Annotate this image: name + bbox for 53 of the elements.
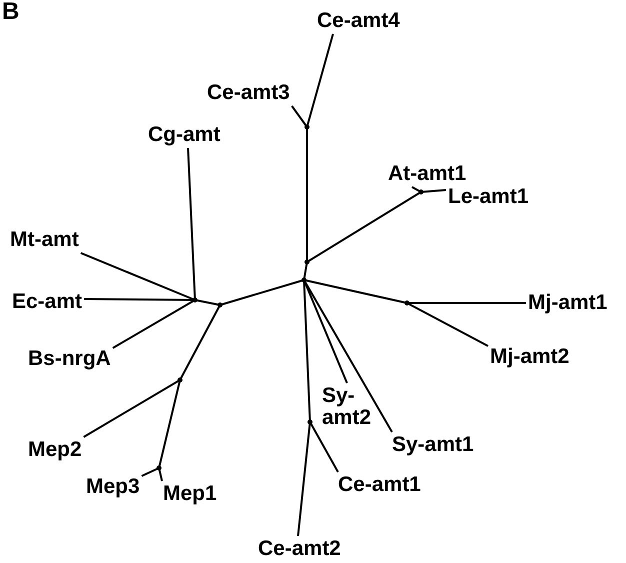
taxon-label: Mt-amt bbox=[8, 227, 81, 253]
tree-branch bbox=[304, 279, 408, 304]
branch-point bbox=[178, 378, 182, 382]
tree-branch bbox=[306, 191, 422, 263]
taxon-label: Le-amt1 bbox=[446, 184, 531, 210]
branch-point bbox=[304, 124, 310, 130]
tree-branch bbox=[112, 299, 196, 349]
tree-branch bbox=[194, 299, 220, 306]
taxon-label: Mep3 bbox=[84, 474, 142, 500]
taxon-label: Mj-amt1 bbox=[526, 290, 610, 316]
branch-point bbox=[218, 302, 222, 308]
tree-branch bbox=[158, 380, 181, 468]
tree-branch bbox=[303, 280, 393, 432]
tree-branch bbox=[220, 279, 304, 306]
taxon-label: Sy-amt1 bbox=[390, 432, 476, 458]
tree-branch bbox=[407, 302, 526, 304]
tree-branch bbox=[303, 280, 311, 422]
tree-branch bbox=[158, 468, 163, 482]
branch-point bbox=[404, 300, 410, 306]
taxon-label: At-amt1 bbox=[386, 161, 468, 187]
branch-point bbox=[302, 278, 306, 282]
tree-branch bbox=[406, 302, 488, 347]
panel-letter: B bbox=[2, 0, 20, 24]
branch-point bbox=[156, 466, 162, 470]
branch-point bbox=[418, 190, 424, 194]
taxon-label: Ce-amt2 bbox=[256, 536, 343, 562]
taxon-label: Sy-amt2 bbox=[320, 383, 380, 431]
taxon-label: Ce-amt3 bbox=[205, 80, 292, 106]
tree-branch bbox=[80, 252, 196, 301]
tree-branch bbox=[141, 467, 160, 477]
tree-branch bbox=[412, 186, 422, 193]
tree-branch bbox=[179, 304, 221, 380]
tree-branch bbox=[420, 189, 446, 193]
tree-branch bbox=[306, 34, 334, 128]
tree-branch bbox=[84, 298, 195, 301]
tree-branch bbox=[303, 262, 308, 280]
branch-point bbox=[308, 420, 312, 424]
tree-branch bbox=[306, 127, 308, 262]
taxon-label: Mep1 bbox=[161, 481, 219, 507]
taxon-label: Ce-amt4 bbox=[315, 8, 402, 34]
branch-point bbox=[192, 298, 198, 302]
taxon-label: Mj-amt2 bbox=[488, 344, 572, 370]
tree-branch bbox=[291, 105, 308, 128]
taxon-label: Bs-nrgA bbox=[26, 346, 113, 372]
tree-branch bbox=[297, 422, 311, 536]
branch-point bbox=[304, 260, 310, 264]
taxon-label: Ec-amt bbox=[10, 289, 84, 315]
tree-branch bbox=[83, 379, 180, 438]
tree-branch bbox=[309, 422, 339, 472]
taxon-label: Cg-amt bbox=[146, 122, 222, 148]
taxon-label: Ce-amt1 bbox=[336, 472, 423, 498]
tree-branch bbox=[187, 148, 196, 300]
taxon-label: Mep2 bbox=[26, 437, 84, 463]
